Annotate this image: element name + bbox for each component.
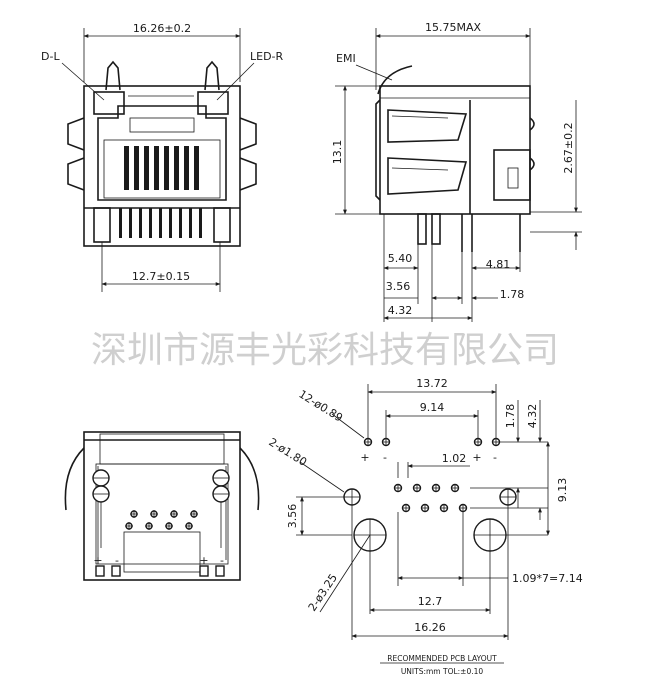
- front-view: 16.26±0.2 D-L LED-R: [41, 22, 284, 292]
- side-dim-481: 4.81: [486, 258, 511, 271]
- side-height-dim: 13.1: [331, 140, 344, 165]
- pcb-layout-units: UNITS:mm TOL:±0.10: [401, 667, 484, 676]
- pcb-dim-914: 9.14: [420, 401, 445, 414]
- bottom-view: + - + -: [64, 431, 260, 581]
- bl-minus-left: -: [115, 554, 119, 567]
- front-pin-span-dim: 12.7±0.15: [132, 270, 190, 283]
- pcb-minus-2: -: [493, 451, 497, 464]
- pcb-dim-356: 3.56: [286, 504, 299, 529]
- pcb-dim-178: 1.78: [504, 404, 517, 429]
- label-led-r: LED-R: [250, 50, 284, 63]
- label-d-l: D-L: [41, 50, 60, 63]
- side-dim-540: 5.40: [388, 252, 413, 265]
- pcb-dim-1626: 16.26: [414, 621, 446, 634]
- pcb-hole-small-label: 12-ø0.89: [296, 388, 345, 425]
- bl-minus-right: -: [220, 554, 224, 567]
- pcb-plus-2: +: [472, 451, 481, 464]
- watermark-text: 深圳市源丰光彩科技有限公司: [91, 330, 559, 371]
- side-dim-178: 1.78: [500, 288, 525, 301]
- front-width-dim: 16.26±0.2: [133, 22, 191, 35]
- pcb-plus-1: +: [360, 451, 369, 464]
- emi-label: EMI: [336, 52, 356, 65]
- side-view: 15.75MAX EMI 13.1 2.67±0.2: [331, 21, 582, 322]
- bl-plus-left: +: [93, 554, 102, 567]
- pcb-layout: 13.72 9.14 12-ø0.89 + - + - 1.02 1.78 4.: [266, 377, 582, 676]
- side-offset-dim: 2.67±0.2: [562, 122, 575, 173]
- side-dim-432: 4.32: [388, 304, 413, 317]
- pcb-layout-title: RECOMMENDED PCB LAYOUT: [387, 654, 497, 663]
- pcb-minus-1: -: [383, 451, 387, 464]
- pcb-dim-127: 12.7: [418, 595, 443, 608]
- bl-plus-right: +: [199, 554, 208, 567]
- side-length-dim: 15.75MAX: [425, 21, 482, 34]
- pcb-dim-1372: 13.72: [416, 377, 448, 390]
- pcb-pitch-dim: 1.09*7=7.14: [512, 572, 583, 585]
- pcb-dim-913: 9.13: [556, 478, 569, 503]
- pcb-dim-102: 1.02: [442, 452, 467, 465]
- side-dim-356: 3.56: [386, 280, 411, 293]
- pcb-dim-432: 4.32: [526, 404, 539, 429]
